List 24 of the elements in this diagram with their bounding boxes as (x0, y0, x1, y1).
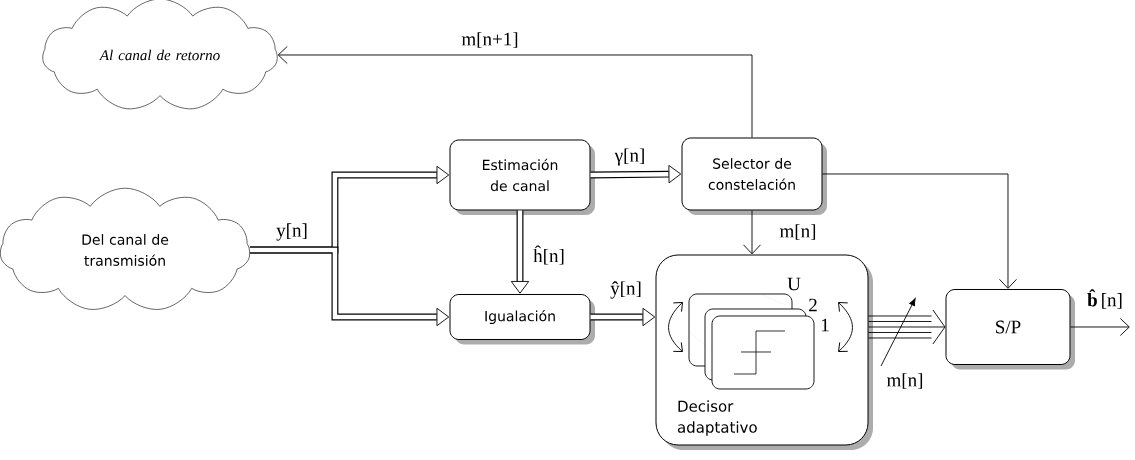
double-arrow (510, 210, 530, 294)
double-arrow (249, 246, 450, 327)
edge-label: b̂[n] (1086, 288, 1124, 310)
arrow (743, 210, 761, 255)
arrow (1070, 318, 1130, 336)
process-box: Estimación de canal (449, 139, 595, 215)
process-box: Selector de constelación (681, 137, 827, 215)
layer-number: 2 (809, 298, 817, 312)
edge-label: ĥ[n] (532, 244, 566, 266)
edge-label: m[n+1] (460, 31, 520, 49)
edge-label: ŷ[n] (609, 280, 643, 300)
edge-label: γ[n] (613, 147, 647, 167)
layer-number: 1 (821, 318, 829, 332)
edge-label: m[n] (885, 372, 925, 390)
double-arrow (590, 165, 682, 184)
process-box: Igualación (449, 294, 595, 345)
arrow (822, 173, 1017, 289)
edge-label: m[n] (778, 223, 818, 241)
process-box: S/P (945, 289, 1075, 370)
layer-number: U (787, 277, 801, 291)
double-arrow (590, 307, 656, 327)
edge-label: y[n] (275, 222, 309, 242)
bus-arrow (868, 309, 946, 345)
arrow (277, 46, 753, 138)
